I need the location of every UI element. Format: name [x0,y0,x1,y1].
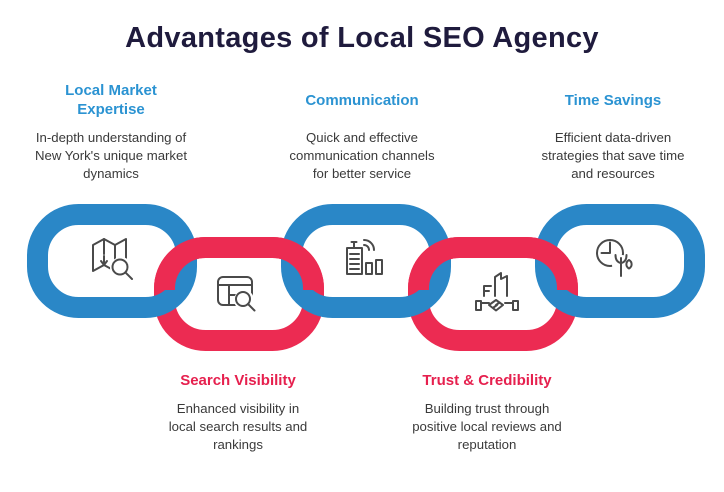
page-title: Advantages of Local SEO Agency [125,22,599,54]
city-signal-icon [346,239,383,275]
feature-description: Quick and effective communication channe… [289,130,435,181]
chain-link-trust-credibility-overlap [408,237,578,290]
feature-description: In-depth understanding of New York's uni… [34,130,188,181]
feature-description: Enhanced visibility in local search resu… [168,401,308,452]
feature-communication: Communication Quick and effective commun… [262,80,462,183]
feature-heading: Search Visibility [180,372,296,389]
feature-heading: Communication [305,91,419,109]
feature-heading: Trust & Credibility [422,372,552,389]
table-search-icon [217,276,256,312]
feature-heading: Time Savings [564,91,662,109]
feature-search-visibility: Search Visibility Enhanced visibility in… [138,371,338,454]
handshake-icon [475,272,519,312]
feature-heading: Local Market Expertise [65,82,157,118]
feature-description: Building trust through positive local re… [412,401,562,452]
feature-trust-credibility: Trust & Credibility Building trust throu… [387,371,587,454]
feature-local-market-expertise: Local Market Expertise In-depth understa… [11,80,211,183]
clock-plant-icon [596,239,633,277]
chain-link-search-visibility-overlap [154,237,324,290]
feature-description: Efficient data-driven strategies that sa… [541,130,685,181]
map-search-icon [92,238,133,280]
feature-time-savings: Time Savings Efficient data-driven strat… [513,80,713,183]
